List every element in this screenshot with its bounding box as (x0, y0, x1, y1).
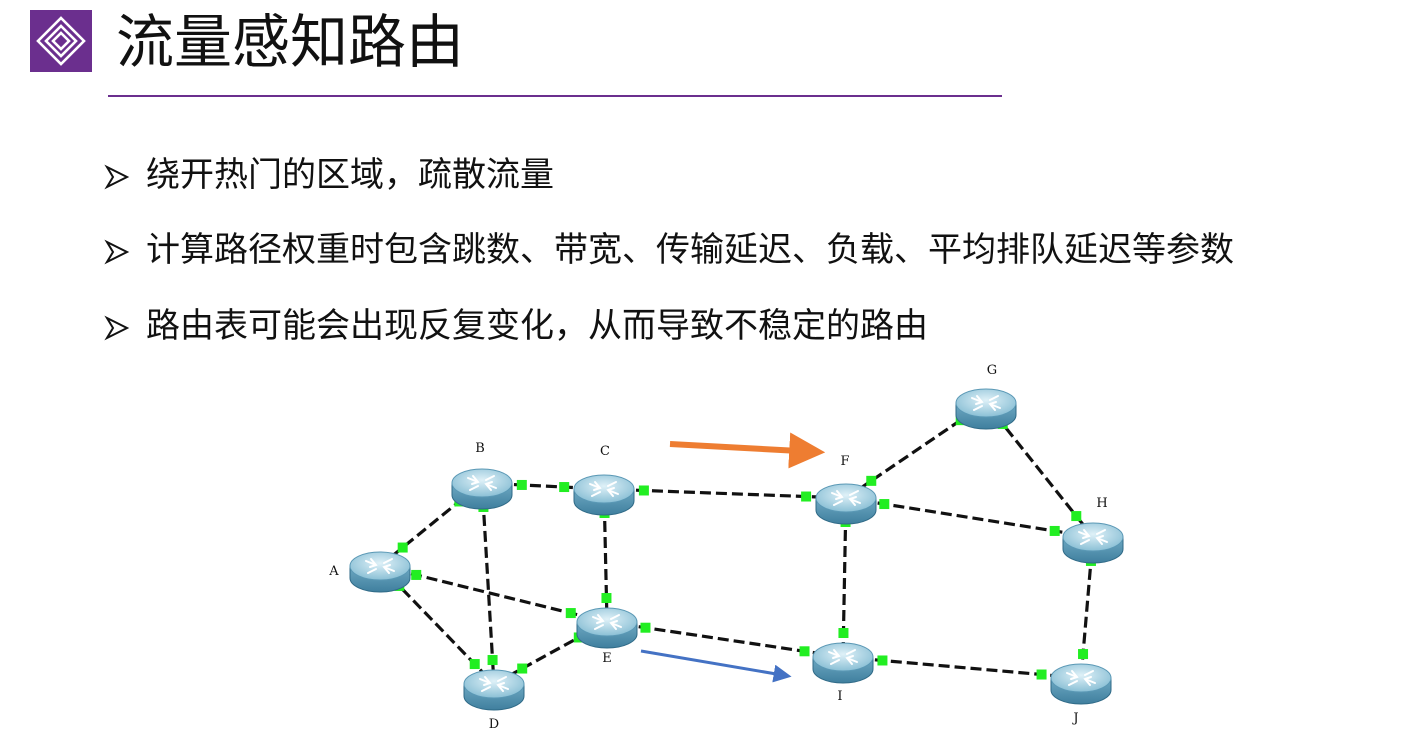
bullet-item-1: 绕开热门的区域，疏散流量 (104, 152, 554, 198)
arrowhead-bullet-icon (104, 164, 146, 190)
port-status-light (469, 659, 480, 670)
bullet-text: 绕开热门的区域，疏散流量 (146, 155, 554, 195)
node-label-G: G (987, 363, 997, 378)
port-status-light (559, 482, 570, 493)
logo (30, 10, 92, 72)
port-status-light (877, 655, 888, 666)
node-label-E: E (602, 651, 612, 666)
bullet-item-2: 计算路径权重时包含跳数、带宽、传输延迟、负载、平均排队延迟等参数 (104, 227, 1234, 273)
router-icon[interactable] (815, 483, 877, 525)
port-status-light (1049, 525, 1060, 536)
port-status-light (565, 608, 576, 619)
port-status-light (838, 628, 849, 639)
router-icon[interactable] (451, 468, 513, 510)
router-icon[interactable] (955, 388, 1017, 430)
node-label-H: H (1096, 496, 1107, 511)
router-icon[interactable] (349, 551, 411, 593)
link-F-G (845, 401, 987, 500)
bullet-text: 路由表可能会出现反复变化，从而导致不稳定的路由 (146, 306, 928, 346)
traffic-arrow-C-F (669, 432, 826, 469)
title-divider (108, 95, 1002, 97)
link-A-B (378, 481, 484, 568)
node-label-C: C (600, 444, 610, 459)
node-label-A: A (328, 564, 339, 579)
node-label-F: F (840, 454, 849, 469)
port-status-light (601, 593, 612, 604)
router-icon[interactable] (812, 642, 874, 684)
port-status-light (1071, 511, 1082, 522)
router-icon[interactable] (463, 669, 525, 711)
node-label-I: I (837, 689, 842, 704)
port-status-light (517, 663, 528, 674)
port-status-light (516, 479, 527, 490)
port-status-light (638, 485, 649, 496)
arrowhead-bullet-icon (104, 315, 146, 341)
link-B-D (480, 482, 496, 685)
bullet-item-3: 路由表可能会出现反复变化，从而导致不稳定的路由 (104, 303, 928, 349)
port-status-light (801, 491, 812, 502)
router-icon[interactable] (573, 474, 635, 516)
bullet-text: 计算路径权重时包含跳数、带宽、传输延迟、负载、平均排队延迟等参数 (146, 230, 1234, 270)
page-title: 流量感知路由 (116, 8, 465, 76)
port-status-light (866, 475, 877, 486)
port-status-light (1078, 649, 1089, 660)
router-icon[interactable] (1050, 663, 1112, 705)
port-status-light (487, 655, 498, 666)
port-status-light (640, 622, 651, 633)
layered-diamond-icon (36, 16, 86, 66)
port-status-light (397, 542, 408, 553)
node-label-J: J (1071, 711, 1078, 726)
router-icon[interactable] (576, 607, 638, 649)
link-G-H (984, 402, 1095, 538)
router-icon[interactable] (1062, 522, 1124, 564)
node-label-B: B (475, 441, 485, 456)
traffic-arrow-E-I (640, 649, 792, 683)
port-status-light (1036, 669, 1047, 680)
port-status-light (879, 499, 890, 510)
port-status-light (799, 646, 810, 657)
arrowhead-bullet-icon (104, 239, 146, 265)
port-status-light (411, 569, 422, 580)
node-label-D: D (489, 717, 499, 732)
